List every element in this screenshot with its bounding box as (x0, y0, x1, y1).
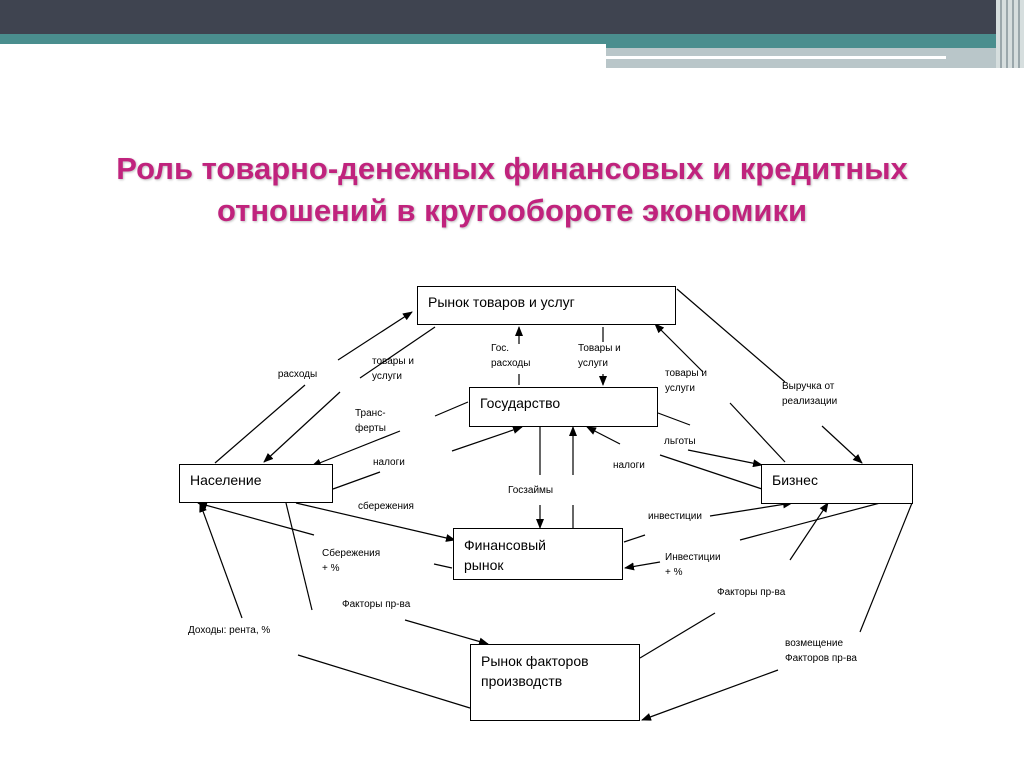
label-taxes-left: налоги (373, 457, 405, 468)
label-compensation: возмещение Факторов пр-ва (785, 638, 857, 664)
label-factors-left: Факторы пр-ва (342, 599, 411, 610)
label-taxes-right: налоги (613, 460, 645, 471)
label-factors-right: Факторы пр-ва (717, 587, 786, 598)
slide-stripe-2 (606, 56, 946, 59)
label-goods-services-right: товары и услуги (665, 368, 707, 394)
label-transfers: Транс- ферты (355, 408, 386, 434)
label-income: Доходы: рента, % (188, 625, 271, 636)
label-goods-services-center: Товары и услуги (578, 343, 621, 369)
goods-market-box: Рынок товаров и услуг (417, 286, 676, 325)
state-box: Государство (469, 387, 658, 427)
slide-corner-decoration (996, 0, 1024, 68)
financial-market-box: Финансовый рынок (453, 528, 623, 580)
label-goods-services-left: товары и услуги (372, 356, 414, 382)
business-box: Бизнес (761, 464, 913, 504)
label-raskhody: расходы (277, 369, 318, 380)
label-gov-spending: Гос. расходы (491, 343, 531, 369)
label-investments: инвестиции (648, 511, 702, 522)
factor-market-box: Рынок факторов производств (470, 644, 640, 721)
slide-title: Роль товарно-денежных финансовых и креди… (116, 151, 908, 228)
label-benefits: льготы (664, 436, 696, 447)
population-box: Население (179, 464, 333, 503)
slide-stripe (0, 44, 606, 48)
label-investments-pct: Инвестиции + % (665, 552, 721, 578)
label-revenue: Выручка от реализации (782, 381, 838, 407)
label-gov-loans: Госзаймы (508, 485, 554, 496)
slide-top-bar (0, 0, 1024, 34)
label-savings-pct: Сбережения + % (322, 548, 381, 574)
label-savings: сбережения (358, 501, 414, 512)
